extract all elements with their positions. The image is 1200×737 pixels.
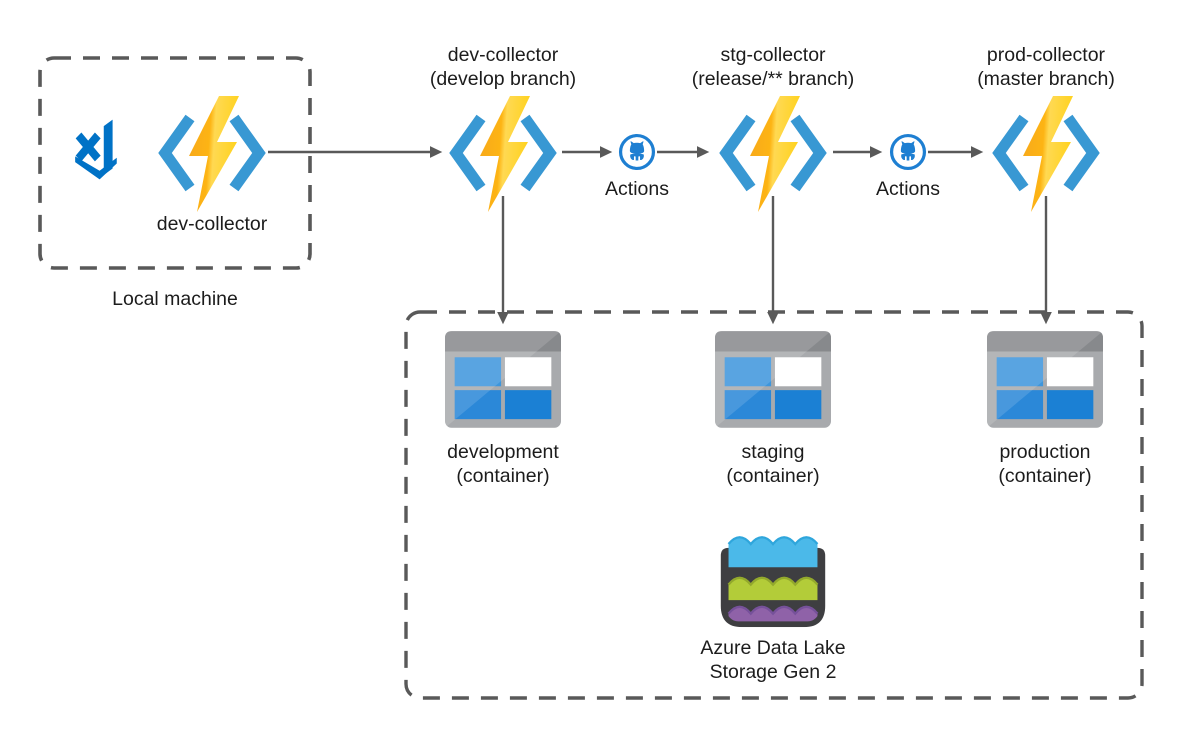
production-container-sub: (container) bbox=[998, 465, 1092, 487]
local-machine-label: Local machine bbox=[112, 288, 238, 310]
dev-collector-title: dev-collector bbox=[447, 44, 559, 66]
github-actions-icon-2 bbox=[889, 133, 927, 171]
staging-container-sub: (container) bbox=[726, 465, 820, 487]
staging-container-label: staging (container) bbox=[673, 440, 873, 488]
data-lake-label-line2: Storage Gen 2 bbox=[709, 661, 837, 683]
development-container-label: development (container) bbox=[403, 440, 603, 488]
prod-collector-branch: (master branch) bbox=[977, 68, 1115, 90]
storage-container-icon-development bbox=[445, 331, 561, 428]
vscode-icon bbox=[71, 116, 123, 188]
storage-container-icon-staging bbox=[715, 331, 831, 428]
azure-functions-icon-stg bbox=[714, 94, 832, 214]
production-container-label: production (container) bbox=[945, 440, 1145, 488]
storage-container-icon-production bbox=[987, 331, 1103, 428]
stg-collector-branch: (release/** branch) bbox=[691, 68, 855, 90]
data-lake-label-line1: Azure Data Lake bbox=[700, 637, 846, 659]
stg-collector-title: stg-collector bbox=[720, 44, 826, 66]
local-machine-box bbox=[38, 56, 312, 270]
actions-label-2: Actions bbox=[876, 178, 940, 200]
azure-functions-icon-local bbox=[153, 94, 271, 214]
local-function-label: dev-collector bbox=[156, 213, 268, 235]
development-container-sub: (container) bbox=[456, 465, 550, 487]
staging-container-title: staging bbox=[741, 441, 805, 463]
prod-collector-title: prod-collector bbox=[986, 44, 1106, 66]
azure-functions-icon-dev bbox=[444, 94, 562, 214]
dev-collector-label: dev-collector (develop branch) bbox=[378, 43, 628, 91]
development-container-title: development bbox=[447, 441, 559, 463]
prod-collector-label: prod-collector (master branch) bbox=[921, 43, 1171, 91]
azure-functions-icon-prod bbox=[987, 94, 1105, 214]
actions-label-1: Actions bbox=[605, 178, 669, 200]
github-actions-icon-1 bbox=[618, 133, 656, 171]
dev-collector-branch: (develop branch) bbox=[429, 68, 577, 90]
production-container-title: production bbox=[999, 441, 1091, 463]
data-lake-icon bbox=[715, 517, 831, 629]
data-lake-label: Azure Data Lake Storage Gen 2 bbox=[673, 636, 873, 684]
stg-collector-label: stg-collector (release/** branch) bbox=[648, 43, 898, 91]
